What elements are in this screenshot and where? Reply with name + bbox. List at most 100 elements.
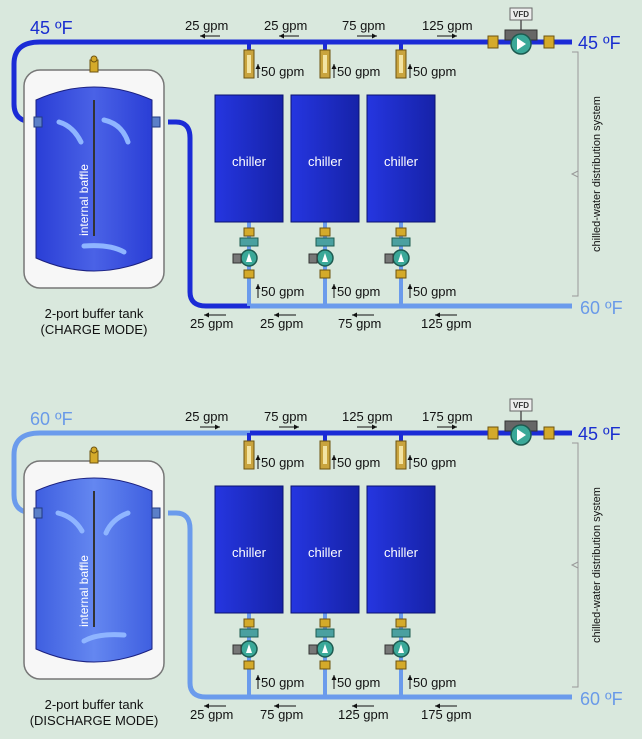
tank-outlet-pipe: [168, 510, 250, 700]
chiller-flow-label-0: 50 gpm: [261, 455, 304, 470]
circulator-arrow-icon-2: [398, 253, 404, 262]
valve-top-flange-1: [319, 227, 331, 237]
valve-body-0: [239, 628, 259, 638]
top-flow-arrow-0-head: [200, 33, 205, 39]
chiller-flow-arrow-0-head: [255, 455, 261, 460]
tank-port-right: [151, 116, 161, 128]
panel-charge: chilled-water distribution system VFD 45 º…: [11, 7, 623, 337]
chiller-box-1: [290, 485, 360, 614]
swirl-arrow-right: [101, 117, 131, 145]
temp-return-right: 60 ºF: [580, 298, 623, 318]
circulator-motor-0: [232, 644, 242, 655]
pump-arrow-icon: [517, 38, 526, 50]
air-vent-cap: [90, 446, 98, 454]
flowmeter-window-2: [399, 446, 403, 464]
chiller-box-2: [366, 485, 436, 614]
circulator-arrow-icon-0: [246, 644, 252, 653]
distribution-bracket: [572, 51, 579, 297]
bottom-flow-arrow-2-head: [352, 312, 357, 318]
lower-flow-label-2: 50 gpm: [413, 284, 456, 299]
pump-flange-right: [543, 35, 555, 49]
valve-top-flange-0: [243, 618, 255, 628]
internal-baffle-label: internal baffle: [77, 164, 91, 236]
valve-body-2: [391, 628, 411, 638]
circulator-motor-0: [232, 253, 242, 264]
flowmeter-window-1: [323, 55, 327, 73]
valve-bottom-flange-1: [319, 269, 331, 279]
valve-body-1: [315, 237, 335, 247]
chiller-label-1: chiller: [308, 154, 343, 169]
top-flow-label-0: 25 gpm: [185, 409, 228, 424]
chiller-flow-arrow-2-head: [407, 455, 413, 460]
pump-flange-left: [487, 426, 499, 440]
distribution-label: chilled-water distribution system: [591, 96, 603, 252]
top-flow-arrow-3-head: [452, 424, 457, 430]
chiller-box-1: [290, 94, 360, 223]
lower-flow-arrow-2-head: [407, 675, 413, 680]
circulator-arrow-icon-1: [322, 644, 328, 653]
lower-flow-arrow-2-head: [407, 284, 413, 289]
lower-flow-label-0: 50 gpm: [261, 675, 304, 690]
lower-flow-label-0: 50 gpm: [261, 284, 304, 299]
valve-bottom-flange-0: [243, 660, 255, 670]
top-flow-arrow-3-head: [452, 33, 457, 39]
tank-port-left: [33, 116, 43, 128]
valve-bottom-flange-1: [319, 660, 331, 670]
circulator-motor-1: [308, 253, 318, 264]
swirl-arrow-left: [55, 510, 85, 534]
temp-supply-left: 45 ºF: [30, 18, 73, 38]
temp-return-right: 60 ºF: [580, 689, 623, 709]
distribution-bracket-tick: [570, 170, 579, 178]
swirl-arrow-bottom: [81, 632, 127, 644]
tank-port-right: [151, 507, 161, 519]
bottom-flow-arrow-3-head: [435, 312, 440, 318]
tank-mode: (DISCHARGE MODE): [30, 713, 159, 728]
chiller-flow-label-1: 50 gpm: [337, 64, 380, 79]
bottom-flow-label-3: 175 gpm: [421, 707, 472, 722]
bottom-flow-label-2: 125 gpm: [338, 707, 389, 722]
lower-flow-arrow-0-head: [255, 284, 261, 289]
flowmeter-window-0: [247, 446, 251, 464]
valve-bottom-flange-2: [395, 660, 407, 670]
tank-mode: (CHARGE MODE): [41, 322, 148, 337]
top-flow-label-2: 125 gpm: [342, 409, 393, 424]
chiller-flow-arrow-1-head: [331, 64, 337, 69]
chiller-flow-label-0: 50 gpm: [261, 64, 304, 79]
swirl-arrow-right: [103, 510, 131, 536]
bottom-flow-label-0: 25 gpm: [190, 707, 233, 722]
bottom-flow-arrow-3-head: [435, 703, 440, 709]
lower-flow-arrow-1-head: [331, 284, 337, 289]
vfd-label: VFD: [513, 10, 529, 19]
lower-flow-arrow-0-head: [255, 675, 261, 680]
chiller-flow-label-1: 50 gpm: [337, 455, 380, 470]
air-vent-cap: [90, 55, 98, 63]
bottom-flow-arrow-1-head: [274, 312, 279, 318]
top-flow-label-1: 75 gpm: [264, 409, 307, 424]
temp-supply-right: 45 ºF: [578, 33, 621, 53]
chiller-flow-arrow-2-head: [407, 64, 413, 69]
chiller-flow-label-2: 50 gpm: [413, 64, 456, 79]
pump-flange-right: [543, 426, 555, 440]
temp-supply-left: 60 ºF: [30, 409, 73, 429]
valve-top-flange-2: [395, 227, 407, 237]
temp-supply-right: 45 ºF: [578, 424, 621, 444]
bottom-flow-arrow-0-head: [204, 703, 209, 709]
top-flow-label-1: 25 gpm: [264, 18, 307, 33]
top-flow-label-3: 175 gpm: [422, 409, 473, 424]
swirl-arrow-bottom: [81, 243, 127, 255]
circulator-arrow-icon-1: [322, 253, 328, 262]
vfd-label: VFD: [513, 401, 529, 410]
chiller-label-0: chiller: [232, 154, 267, 169]
circulator-motor-2: [384, 644, 394, 655]
valve-top-flange-0: [243, 227, 255, 237]
valve-top-flange-1: [319, 618, 331, 628]
lower-flow-arrow-1-head: [331, 675, 337, 680]
chiller-flow-label-2: 50 gpm: [413, 455, 456, 470]
swirl-arrow-left: [56, 119, 84, 145]
flowmeter-window-2: [399, 55, 403, 73]
tank-title: 2-port buffer tank: [45, 697, 144, 712]
valve-bottom-flange-2: [395, 269, 407, 279]
circulator-arrow-icon-2: [398, 644, 404, 653]
